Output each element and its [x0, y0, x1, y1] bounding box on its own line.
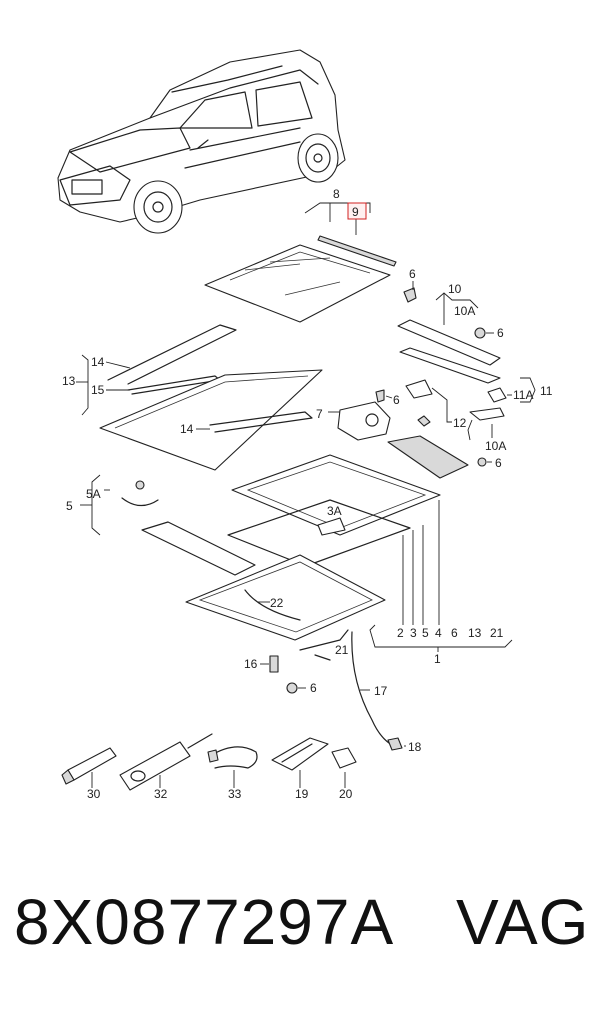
bolt-16 — [269, 655, 279, 673]
callout-12: 12 — [453, 416, 467, 430]
callout-18: 18 — [408, 740, 422, 754]
callout-7: 7 — [316, 407, 323, 421]
cover-plate — [387, 435, 469, 479]
cartridge-32 — [119, 733, 213, 791]
callout-16: 16 — [244, 657, 258, 671]
callout-15: 15 — [91, 383, 105, 397]
cable-tie-33 — [207, 746, 258, 769]
drain-hose — [351, 631, 403, 751]
glass-panel — [204, 244, 391, 323]
callout-5-bottom: 5 — [422, 626, 429, 640]
callout-9: 9 — [352, 205, 359, 219]
bracket-10A — [469, 407, 505, 421]
seal-14-upper — [107, 324, 237, 385]
callout-3A: 3A — [327, 504, 342, 518]
carrier-11A — [487, 387, 507, 403]
clip-20 — [331, 747, 357, 769]
callout-21: 21 — [335, 643, 349, 657]
callout-1: 1 — [434, 652, 441, 666]
callout-3: 3 — [410, 626, 417, 640]
guide-block-12 — [405, 379, 433, 427]
callout-10: 10 — [448, 282, 462, 296]
callout-2: 2 — [397, 626, 404, 640]
sunroof-frame — [227, 454, 441, 567]
callout-13: 13 — [62, 374, 76, 388]
headliner-panel — [99, 369, 323, 471]
callout-32: 32 — [154, 787, 168, 801]
highlight-box-9 — [347, 202, 367, 220]
part-number: 8X0877297A — [14, 886, 395, 958]
callout-10A-bottom: 10A — [485, 439, 506, 453]
callout-13-bottom: 13 — [468, 626, 482, 640]
callout-14-upper: 14 — [91, 355, 105, 369]
callout-6-glass: 6 — [409, 267, 416, 281]
callout-33: 33 — [228, 787, 242, 801]
callout-14-lower: 14 — [180, 422, 194, 436]
callout-8: 8 — [333, 187, 340, 201]
callout-21-bottom: 21 — [490, 626, 504, 640]
callout-20: 20 — [339, 787, 353, 801]
callout-5A: 5A — [86, 487, 101, 501]
clip-19 — [271, 737, 329, 771]
screw-glass — [403, 287, 417, 303]
tube-30 — [61, 747, 117, 785]
brand-label: VAG — [456, 886, 590, 958]
callout-11: 11 — [540, 384, 553, 398]
callout-5: 5 — [66, 499, 73, 513]
wiring-harness — [299, 629, 349, 661]
guide-rail-10 — [397, 319, 501, 384]
drain-frame-5 — [141, 521, 256, 576]
callout-10A-top: 10A — [454, 304, 475, 318]
sunroof-motor — [337, 389, 391, 441]
footer: 8X0877297A VAG — [0, 880, 600, 1000]
callout-6-motor: 6 — [393, 393, 400, 407]
callout-6-rail: 6 — [497, 326, 504, 340]
screw-bottom — [286, 682, 298, 694]
clip-5A — [121, 480, 159, 507]
callout-11A: 11A — [513, 388, 533, 402]
callout-17: 17 — [374, 684, 388, 698]
glass-seal-strip — [317, 235, 397, 267]
car-illustration — [57, 49, 346, 234]
callout-6-mid-right: 6 — [495, 456, 502, 470]
seal-14-lower — [209, 411, 313, 433]
callout-6-bottom-left: 6 — [310, 681, 317, 695]
screw-mid-right — [477, 457, 487, 467]
exploded-parts-diagram: 8 9 6 10 10A 6 11A 11 12 10A 6 — [57, 49, 553, 801]
screw-rail — [474, 327, 486, 339]
callout-19: 19 — [295, 787, 309, 801]
roof-frame-base — [185, 554, 386, 641]
callout-6-bottom: 6 — [451, 626, 458, 640]
callout-4: 4 — [435, 626, 442, 640]
callout-30: 30 — [87, 787, 101, 801]
callout-22: 22 — [270, 596, 284, 610]
